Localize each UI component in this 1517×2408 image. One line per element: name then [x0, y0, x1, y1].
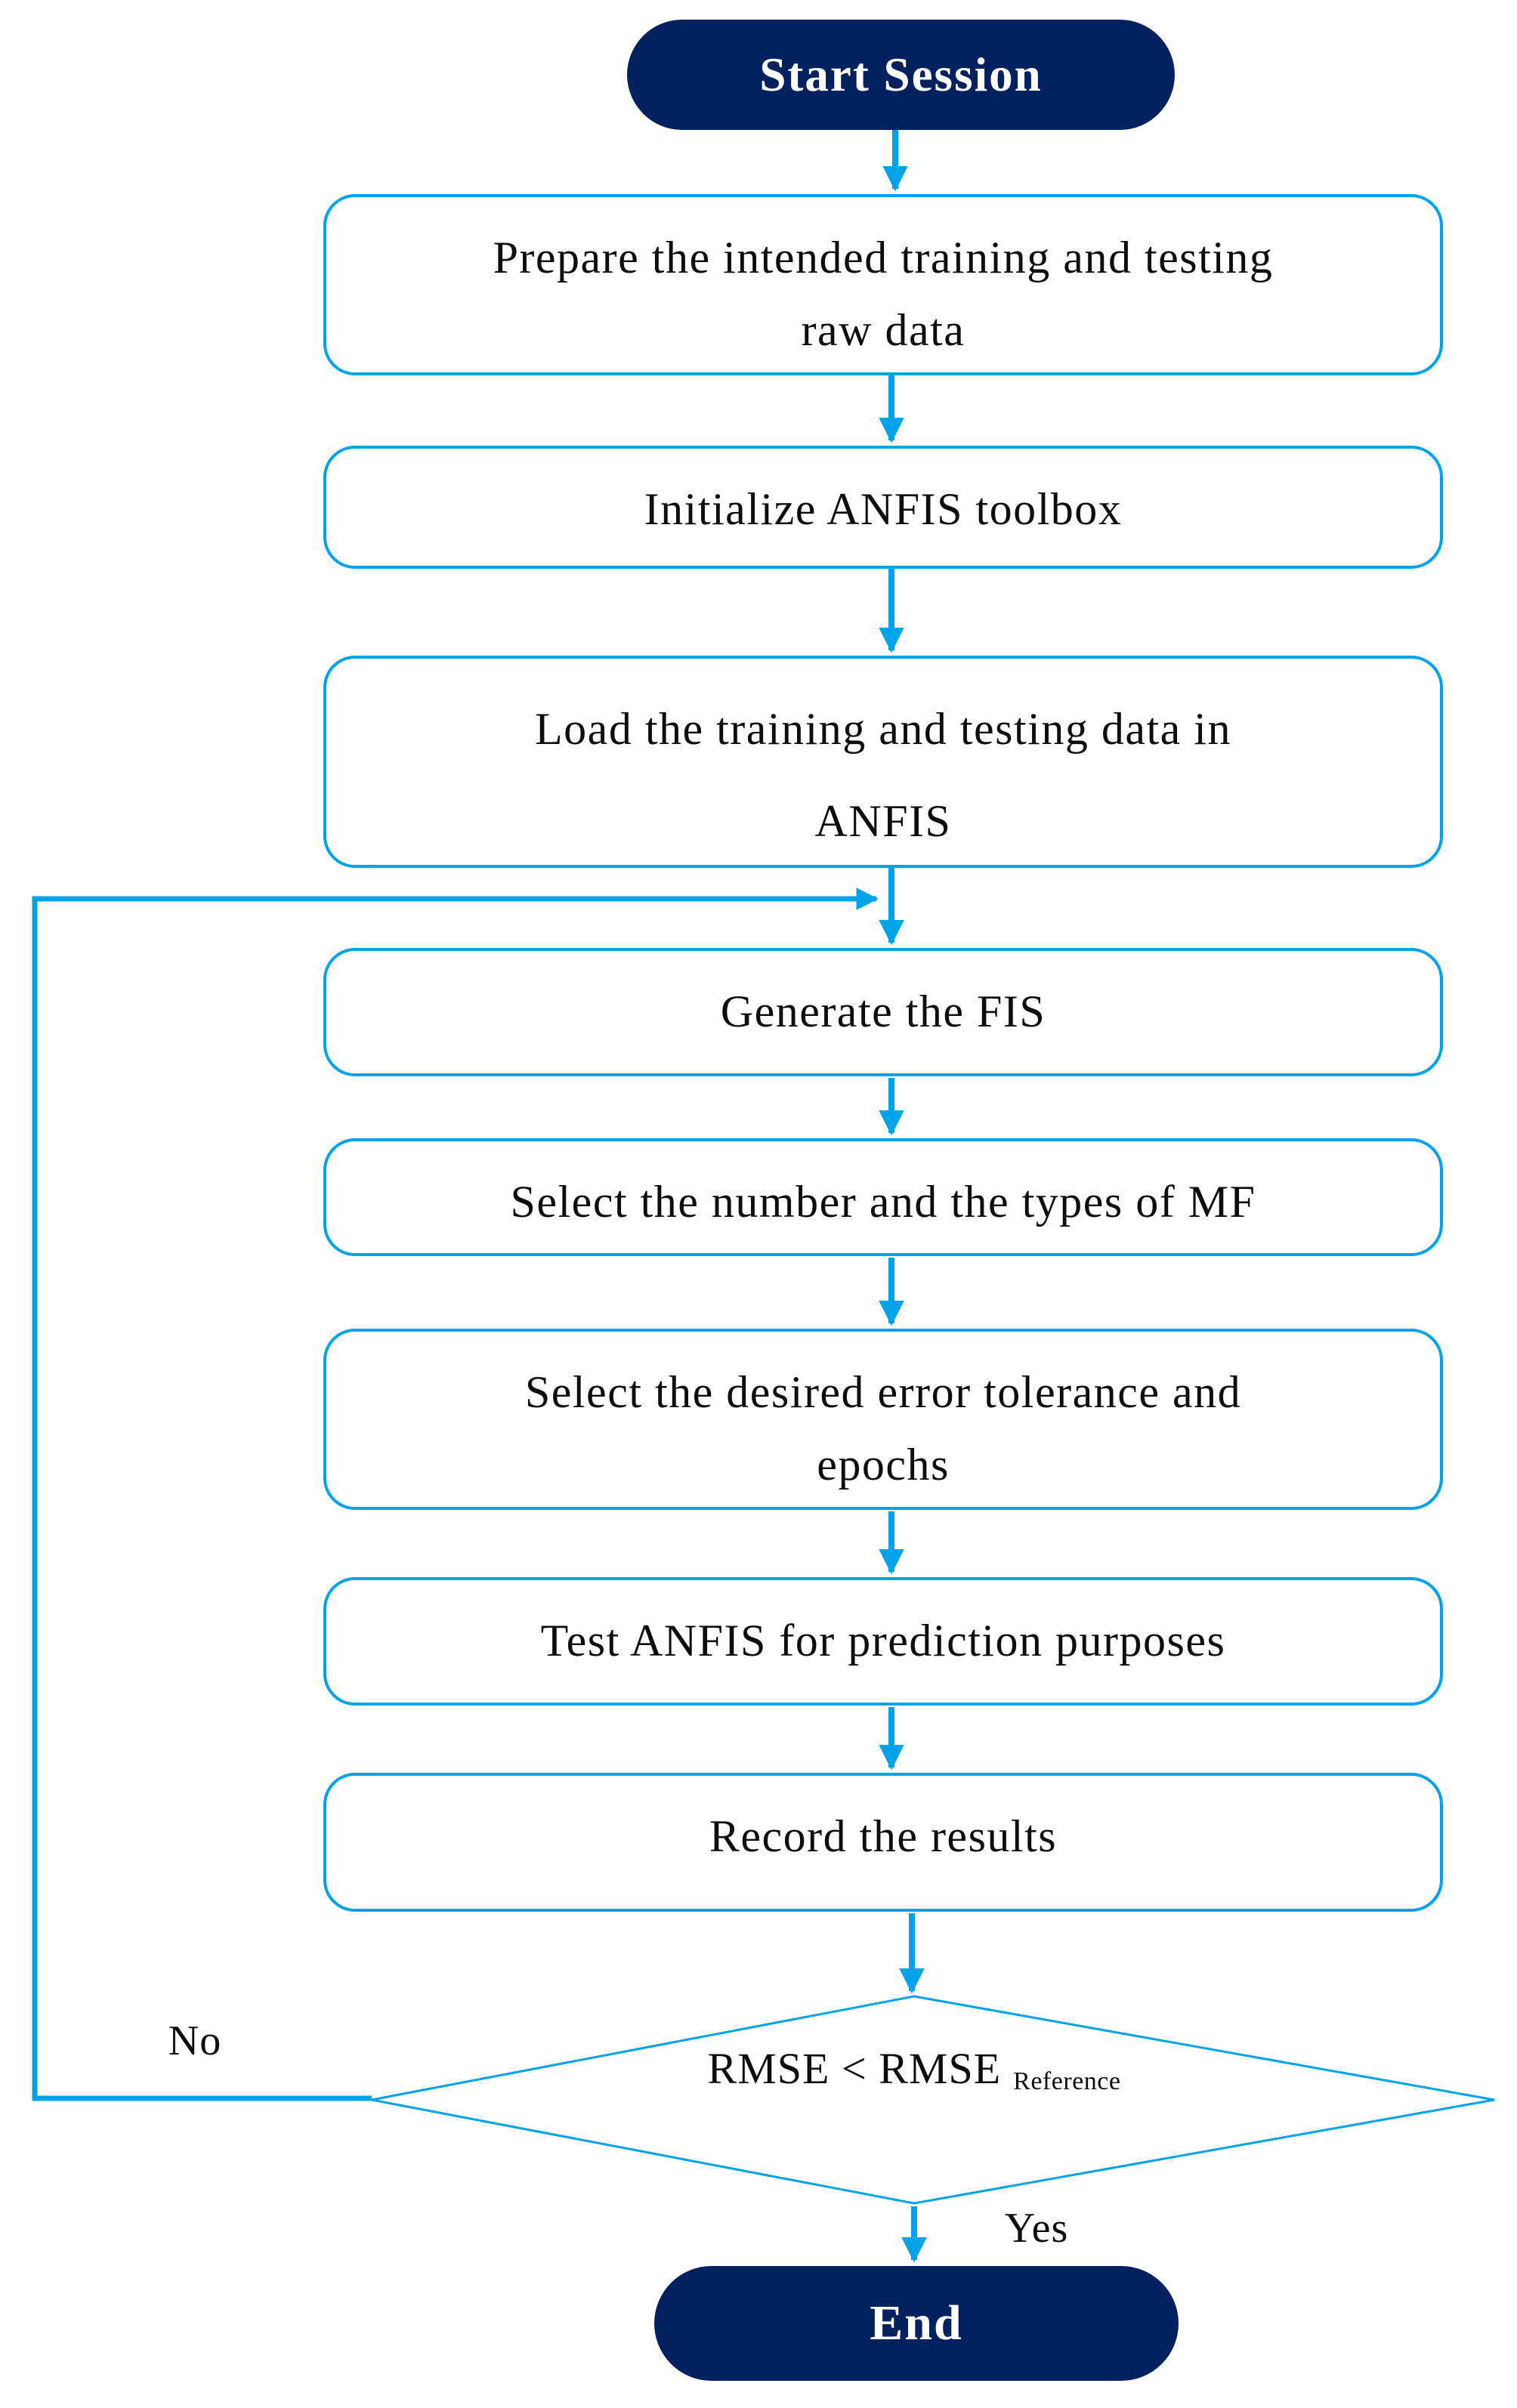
- process-box-initialize: Initialize ANFIS toolbox: [323, 446, 1443, 569]
- process-box-test-anfis: Test ANFIS for prediction purposes: [323, 1577, 1443, 1706]
- process-box-select-error: Select the desired error tolerance and e…: [323, 1329, 1443, 1510]
- edge-no-loop: [32, 888, 879, 2101]
- process-box-select-mf: Select the number and the types of MF: [323, 1138, 1443, 1256]
- start-node: Start Session: [627, 20, 1175, 130]
- process-box-load-line1: Load the training and testing data in: [535, 704, 1231, 754]
- decision-label: RMSE < RMSE Reference: [574, 2043, 1254, 2122]
- process-box-select-error-line1: Select the desired error tolerance and: [524, 1367, 1242, 1417]
- process-box-test-anfis-line1: Test ANFIS for prediction purposes: [540, 1616, 1226, 1666]
- start-node-label: Start Session: [759, 48, 1043, 101]
- process-box-prepare-line2: raw data: [801, 305, 966, 355]
- process-box-record-line1: Record the results: [709, 1811, 1058, 1861]
- no-branch-label: No: [168, 2017, 222, 2064]
- process-box-load: Load the training and testing data in AN…: [323, 656, 1443, 868]
- process-box-initialize-line1: Initialize ANFIS toolbox: [644, 484, 1123, 534]
- process-box-select-mf-line1: Select the number and the types of MF: [510, 1177, 1256, 1227]
- decision-label-text: RMSE < RMSE: [707, 2044, 1002, 2093]
- yes-branch-label: Yes: [1004, 2205, 1069, 2252]
- process-box-generate-fis-line1: Generate the FIS: [720, 986, 1046, 1036]
- process-box-prepare-line1: Prepare the intended training and testin…: [493, 233, 1274, 282]
- process-box-select-error-line2: epochs: [817, 1440, 950, 1490]
- process-box-prepare: Prepare the intended training and testin…: [323, 194, 1443, 375]
- end-node: End: [654, 2266, 1179, 2381]
- process-box-load-line2: ANFIS: [814, 796, 952, 846]
- process-box-generate-fis: Generate the FIS: [323, 948, 1443, 1076]
- process-box-record: Record the results: [323, 1773, 1443, 1912]
- decision-label-subscript: Reference: [1013, 2067, 1121, 2095]
- end-node-label: End: [870, 2295, 963, 2351]
- decision-diamond-shape: [371, 1995, 1495, 2205]
